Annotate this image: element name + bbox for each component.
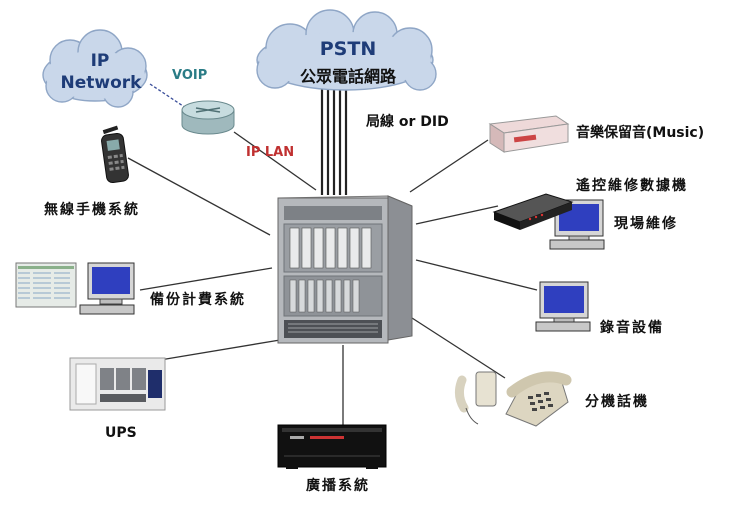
extension-phones-label: 分機話機 — [585, 393, 649, 410]
billing-computer-icon — [15, 262, 135, 315]
line-recording — [415, 259, 538, 291]
wireless-handset-label: 無線手機系統 — [44, 201, 140, 218]
line-music — [409, 139, 489, 193]
connection-lines — [127, 83, 538, 425]
extension-phone-desk-icon — [505, 371, 572, 427]
ups-label: UPS — [105, 425, 137, 441]
ip-network-cloud-icon: IP Network — [42, 29, 148, 108]
ip-lan-label: IP LAN — [246, 145, 294, 160]
paging-system-label: 廣播系統 — [306, 477, 370, 494]
pstn-cloud-line1: PSTN — [320, 38, 376, 60]
billing-system-label: 備份計費系統 — [150, 291, 246, 308]
voip-label: VOIP — [172, 68, 207, 83]
cordless-phone-icon — [101, 125, 129, 184]
modem-icon — [492, 193, 574, 230]
pbx-cabinet-icon — [277, 195, 413, 344]
trunk-label: 局線 or DID — [366, 113, 449, 130]
extension-phone-wall-icon — [454, 371, 497, 425]
line-iplan — [233, 131, 317, 191]
trunk-lines — [320, 88, 348, 195]
pstn-cloud-icon: PSTN 公眾電話網路 — [256, 9, 437, 91]
ip-cloud-line1: IP — [91, 51, 110, 71]
music-player-icon — [488, 115, 570, 153]
pstn-cloud-line2: 公眾電話網路 — [300, 67, 397, 86]
ip-cloud-line2: Network — [61, 73, 143, 93]
line-modem — [415, 205, 499, 225]
onsite-maintenance-label: 現場維修 — [614, 215, 678, 232]
line-phones — [411, 317, 506, 379]
line-billing — [139, 267, 273, 291]
amplifier-icon — [277, 424, 387, 469]
music-on-hold-label: 音樂保留音(Music) — [576, 124, 704, 141]
remote-modem-label: 遙控維修數據機 — [576, 177, 688, 194]
line-wireless — [127, 157, 271, 236]
router-icon — [181, 100, 235, 135]
line-voip — [149, 83, 187, 109]
line-ups — [159, 339, 281, 361]
voice-recording-label: 錄音設備 — [600, 319, 664, 336]
recording-computer-icon — [535, 281, 591, 332]
ups-rack-icon — [69, 357, 166, 411]
